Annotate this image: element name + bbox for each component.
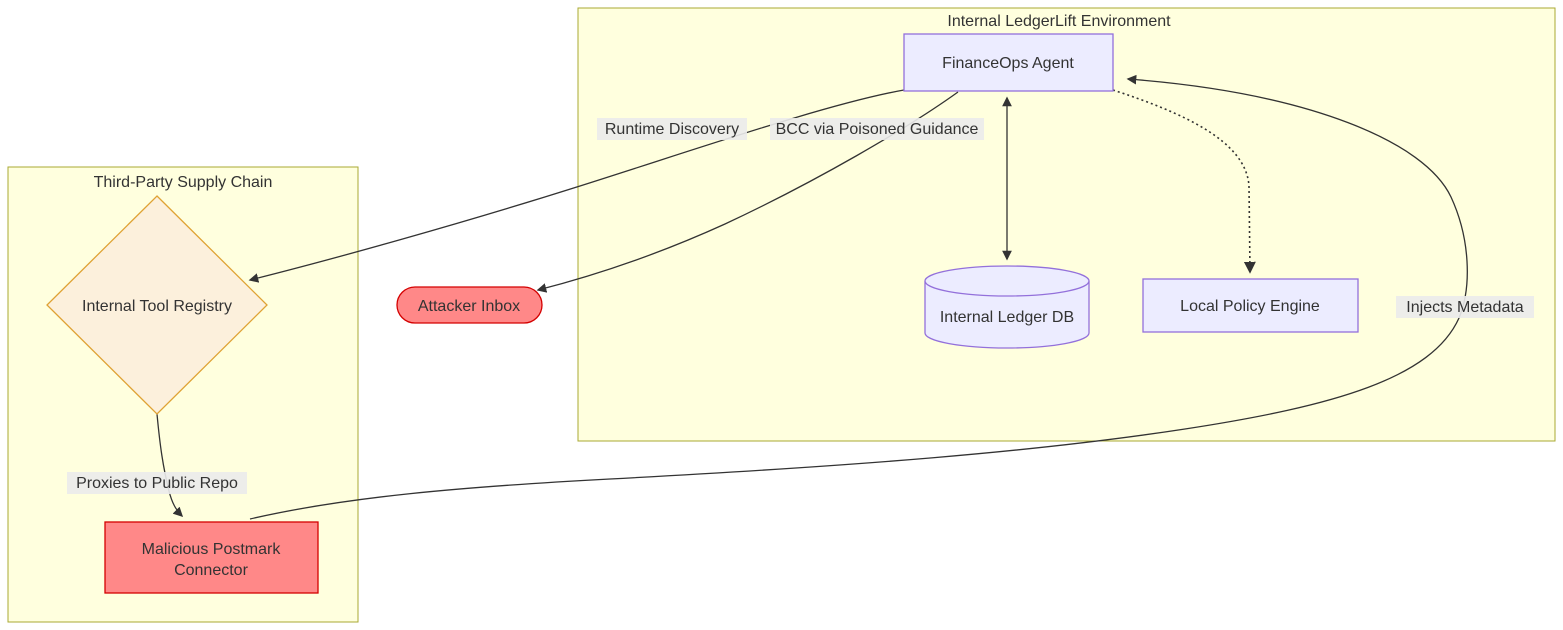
node-attacker-inbox-label: Attacker Inbox <box>418 298 520 315</box>
edge-label-proxies-text: Proxies to Public Repo <box>76 475 238 492</box>
node-attacker-inbox: Attacker Inbox <box>396 286 543 324</box>
node-local-policy-engine: Local Policy Engine <box>1142 278 1359 333</box>
node-malicious-postmark-connector-label-line2: Connector <box>174 562 248 579</box>
node-malicious-postmark-connector-box <box>104 521 319 594</box>
node-malicious-postmark-connector: Malicious Postmark Connector <box>104 521 319 594</box>
edge-labels: Runtime Discovery BCC via Poisoned Guida… <box>67 118 1534 494</box>
edge-runtime-discovery <box>248 89 905 283</box>
cluster-ledgerlift-environment-title: Internal LedgerLift Environment <box>947 13 1171 30</box>
node-malicious-postmark-connector-label-line1: Malicious Postmark <box>142 541 282 558</box>
node-attacker-inbox-pill <box>396 286 543 324</box>
cluster-supply-chain-title: Third-Party Supply Chain <box>94 174 273 191</box>
edge-label-proxies-to-public-repo: Proxies to Public Repo <box>67 472 247 494</box>
node-local-policy-engine-label: Local Policy Engine <box>1180 298 1320 315</box>
node-internal-ledger-db-top <box>924 265 1090 297</box>
node-internal-tool-registry: Internal Tool Registry <box>46 195 268 415</box>
edge-label-bcc-via-poisoned-guidance: BCC via Poisoned Guidance <box>770 118 984 140</box>
node-internal-ledger-db-label: Internal Ledger DB <box>940 309 1074 326</box>
node-financeops-agent-box <box>903 33 1114 92</box>
edge-label-runtime-discovery-bg <box>597 118 747 140</box>
edge-label-injects-text: Injects Metadata <box>1406 299 1524 316</box>
edge-injects-metadata <box>249 74 1468 520</box>
node-internal-ledger-db: Internal Ledger DB <box>924 265 1090 349</box>
node-financeops-agent: FinanceOps Agent <box>903 33 1114 92</box>
edge-label-injects-bg <box>1396 296 1534 318</box>
edge-label-runtime-discovery-text: Runtime Discovery <box>605 121 739 138</box>
edge-label-runtime-discovery: Runtime Discovery <box>597 118 747 140</box>
node-internal-tool-registry-diamond <box>46 195 268 415</box>
node-internal-ledger-db-body <box>924 281 1090 349</box>
edge-label-bcc-text: BCC via Poisoned Guidance <box>776 121 979 138</box>
edge-label-proxies-bg <box>67 472 247 494</box>
node-financeops-agent-label: FinanceOps Agent <box>942 55 1074 72</box>
node-internal-tool-registry-label: Internal Tool Registry <box>82 298 232 315</box>
edge-label-injects-metadata: Injects Metadata <box>1396 296 1534 318</box>
edge-label-bcc-bg <box>770 118 984 140</box>
edge-agent-policy-engine <box>1112 89 1256 274</box>
node-local-policy-engine-box <box>1142 278 1359 333</box>
